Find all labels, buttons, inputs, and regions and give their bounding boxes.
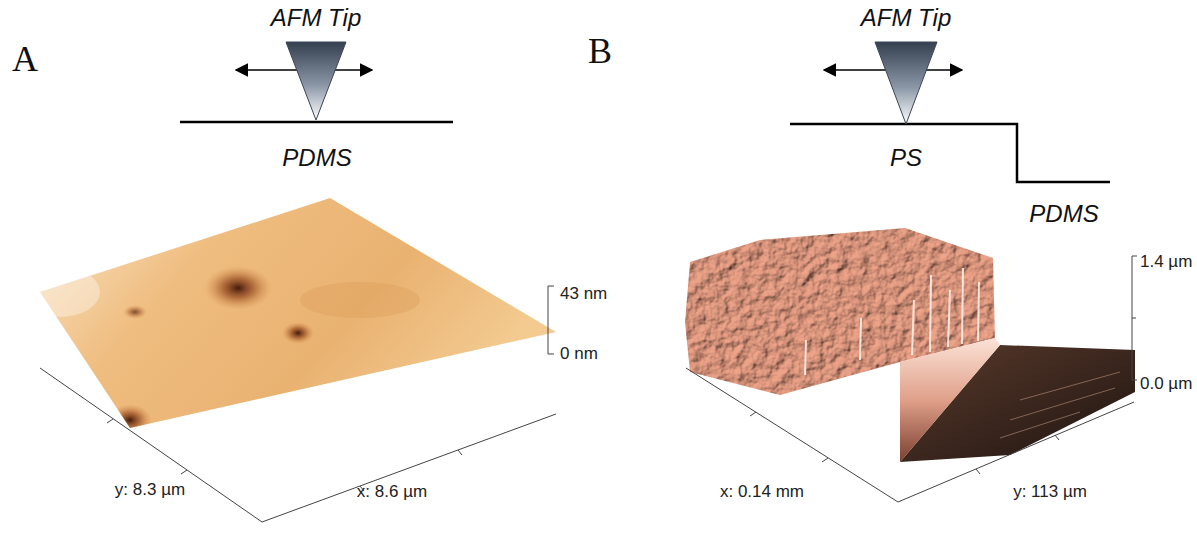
scale-min: 0.0 µm (1140, 374, 1192, 394)
tip-label: AFM Tip (861, 4, 951, 32)
panel-letter: A (12, 39, 38, 80)
axis-label: x: 0.14 mm (720, 482, 804, 502)
tip-label: AFM Tip (271, 4, 361, 32)
axis-label: y: 8.3 µm (115, 480, 185, 500)
axis-label: y: 113 µm (1013, 482, 1087, 502)
material-label: PS (890, 144, 922, 172)
scale-max: 1.4 µm (1140, 252, 1192, 272)
scale-min: 0 nm (560, 344, 598, 364)
material-label: PDMS (1029, 200, 1098, 228)
scale-max: 43 nm (560, 284, 607, 304)
axis-label: x: 8.6 µm (357, 482, 427, 502)
panel-letter: B (588, 31, 612, 72)
material-label: PDMS (282, 144, 351, 172)
